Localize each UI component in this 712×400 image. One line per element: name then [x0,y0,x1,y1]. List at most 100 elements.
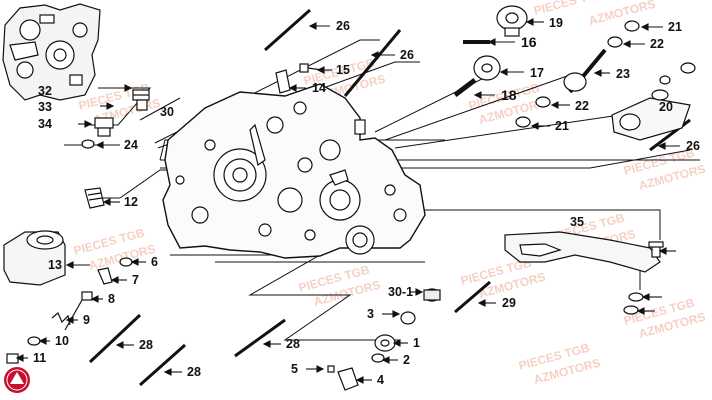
part-17-gear [473,55,501,81]
callout-label: 21 [668,20,682,34]
part-21-washer-mid [515,116,531,128]
callout-label: 15 [336,63,350,77]
part-22-washer-top [607,36,623,48]
watermark-site: AZMOTORS [587,0,657,28]
callout-label: 28 [286,337,300,351]
arrow-6 [130,258,146,266]
engine-thumbnail [2,3,101,101]
part-22-washer-mid [535,96,551,108]
part-7-clip [97,267,113,285]
arrow-11 [15,354,28,362]
arrow-33 [658,247,676,255]
bolt-28-mid [234,318,286,358]
callout-label: 13 [48,258,62,272]
callout-label: 23 [616,67,630,81]
callout-label: 29 [502,296,516,310]
arrow-30-1 [98,84,133,92]
callout-label: 9 [83,313,90,327]
arrow-21-mid [530,122,550,130]
callout-label: 1 [413,336,420,350]
part-14-bracket [275,69,291,94]
arrow-26-right [657,142,680,150]
arrow-29 [410,288,424,296]
callout-label: 12 [124,195,138,209]
arrow-16 [487,38,515,46]
arrow-12 [102,198,120,206]
arrow-28-mid [262,340,281,348]
arrow-4 [355,376,372,384]
callout-label: 34 [38,117,52,131]
part-30-3-plug [94,117,114,137]
bolt-27 [264,8,311,52]
part-23-shaft [563,48,607,94]
arrow-14 [288,84,306,92]
part-11-nut [6,353,19,364]
arrow-19 [525,18,544,26]
part-13-filter [3,230,66,286]
bolt-26-top [343,29,402,97]
part-9-spring [51,312,71,326]
arrow-17 [499,68,524,76]
part-29-sleeve [423,288,441,302]
callout-label: 11 [33,351,46,365]
callout-label: 18 [501,87,517,103]
callout-label: 28 [187,365,201,379]
part-10-washer [27,336,41,346]
arrow-13 [65,261,88,269]
callout-label: 8 [108,292,115,306]
part-6-washer [119,257,133,267]
callout-label: 10 [55,334,69,348]
callout-labels: 26 26 15 14 19 16 17 18 21 22 23 22 21 2… [33,16,700,387]
arrow-5 [306,365,325,373]
part-30-1-fitting [132,89,150,111]
arrow-30-3 [78,120,93,128]
callout-label: 33 [38,100,52,114]
part-3-washer [400,311,416,325]
arrow-7 [110,276,127,284]
arrow-3 [382,310,401,318]
callout-label: 21 [555,119,569,133]
arrow-10 [38,337,50,345]
part-1-gear [374,334,396,352]
callout-label: 22 [650,37,664,51]
callout-label: 19 [549,16,563,30]
callout-label: 26 [400,48,414,62]
arrow-9 [65,316,78,324]
callout-label: 5 [291,362,298,376]
callout-arrows [15,18,680,384]
part-19-gear [496,5,528,37]
callout-label: 4 [377,373,384,387]
arrow-21-top [640,23,663,31]
callout-label: 22 [575,99,589,113]
part-18-pin [453,78,477,97]
bolt-28-left [88,313,142,364]
arrow-23 [593,69,610,77]
arrow-35 [636,307,655,315]
part-35-washer [623,305,639,315]
arrow-27 [308,22,330,30]
arrow-30-2 [100,102,115,110]
parts-layer [2,3,696,391]
part-12-plug [84,187,105,209]
part-32-cover [504,231,661,273]
callout-label: 30 [160,105,174,119]
part-8-bolt [64,291,93,331]
callout-label: 28 [139,338,153,352]
callout-label: 26 [686,139,700,153]
part-34-washer [628,292,644,302]
part-5-screw [327,365,335,373]
brand-logo [4,367,30,393]
part-4-bracket [337,367,359,391]
part-2-washer [371,353,385,363]
arrow-34 [641,293,662,301]
callout-label: 26 [336,19,350,33]
arrow-2 [381,356,398,364]
arrow-28-left [115,341,134,349]
arrow-15 [316,66,332,74]
arrow-26-top [370,51,395,59]
callout-label: 30-1 [388,285,413,299]
callout-label: 3 [367,307,374,321]
callout-label: 7 [132,273,139,287]
